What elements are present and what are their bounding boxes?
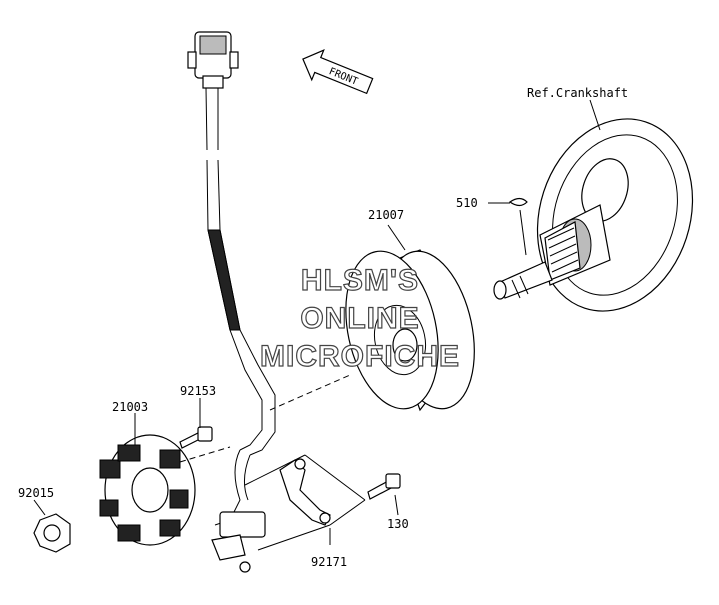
- front-arrow: FRONT: [302, 49, 374, 95]
- stator-21003: [99, 434, 196, 546]
- crankshaft-drawing: [493, 118, 694, 312]
- leader-lines: [33, 99, 601, 551]
- label-92153: 92153: [180, 384, 216, 398]
- wiring-harness: [187, 31, 276, 573]
- woodruff-key-510: [508, 197, 528, 207]
- label-ref-crankshaft: Ref.Crankshaft: [527, 86, 628, 100]
- clamp-92171: [279, 458, 331, 526]
- watermark-line-1: HLSM'S: [301, 264, 419, 297]
- watermark-line-2: ONLINE: [300, 302, 419, 335]
- flywheel-21007: [345, 249, 475, 412]
- watermark: HLSM'S ONLINE MICROFICHE: [259, 263, 460, 373]
- watermark-line-3: MICROFICHE: [260, 340, 460, 373]
- label-21007: 21007: [368, 208, 404, 222]
- nut-92015: [33, 513, 71, 553]
- label-92171: 92171: [311, 555, 347, 569]
- bolt-92153: [179, 426, 213, 449]
- label-92015: 92015: [18, 486, 54, 500]
- bolt-130: [367, 473, 401, 500]
- label-21003: 21003: [112, 400, 148, 414]
- label-510: 510: [456, 196, 478, 210]
- label-130: 130: [387, 517, 409, 531]
